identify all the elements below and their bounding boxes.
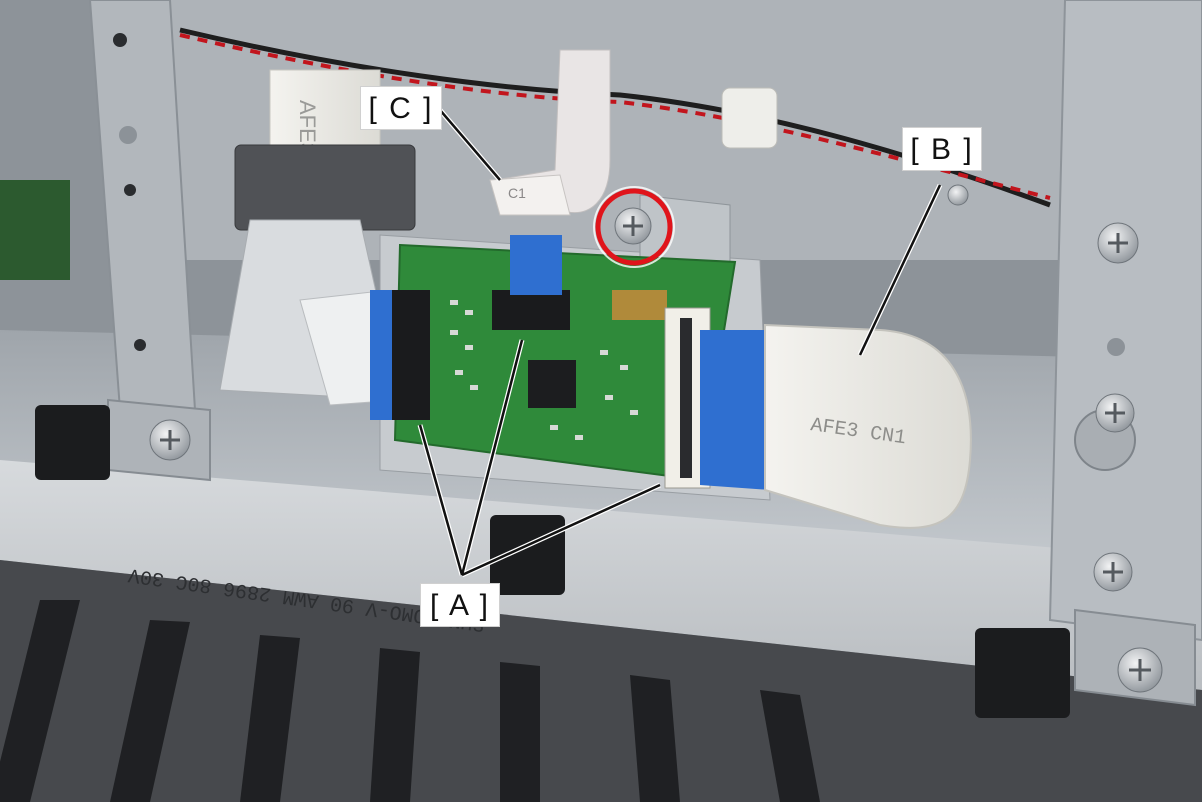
flat-cable-blue-end [700,330,770,490]
left-board-edge [0,180,70,280]
highlight-circle [595,188,673,266]
pcb-pad [612,290,667,320]
wire-clamp [721,87,778,149]
callout-label-b: [ B ] [902,127,982,171]
pcb-components [450,300,638,440]
screws [149,184,1163,693]
callout-label-c: [ C ] [360,86,442,130]
small-cable-print: C1 [508,185,526,201]
front-rail [0,460,1202,690]
ferrite-core [234,144,416,231]
rubber-foot-left [35,405,110,480]
right-bracket [1048,0,1202,642]
pcb-chip [528,360,576,408]
callout-label-a: [ A ] [420,583,500,627]
flat-cable-b [764,323,972,529]
small-cable-tip [510,235,562,295]
top-connector [492,290,570,330]
bottom-tray [0,560,1202,802]
tray-slats [0,600,820,802]
callout-lines-inner [418,109,942,577]
rubber-foot-right [975,628,1070,718]
